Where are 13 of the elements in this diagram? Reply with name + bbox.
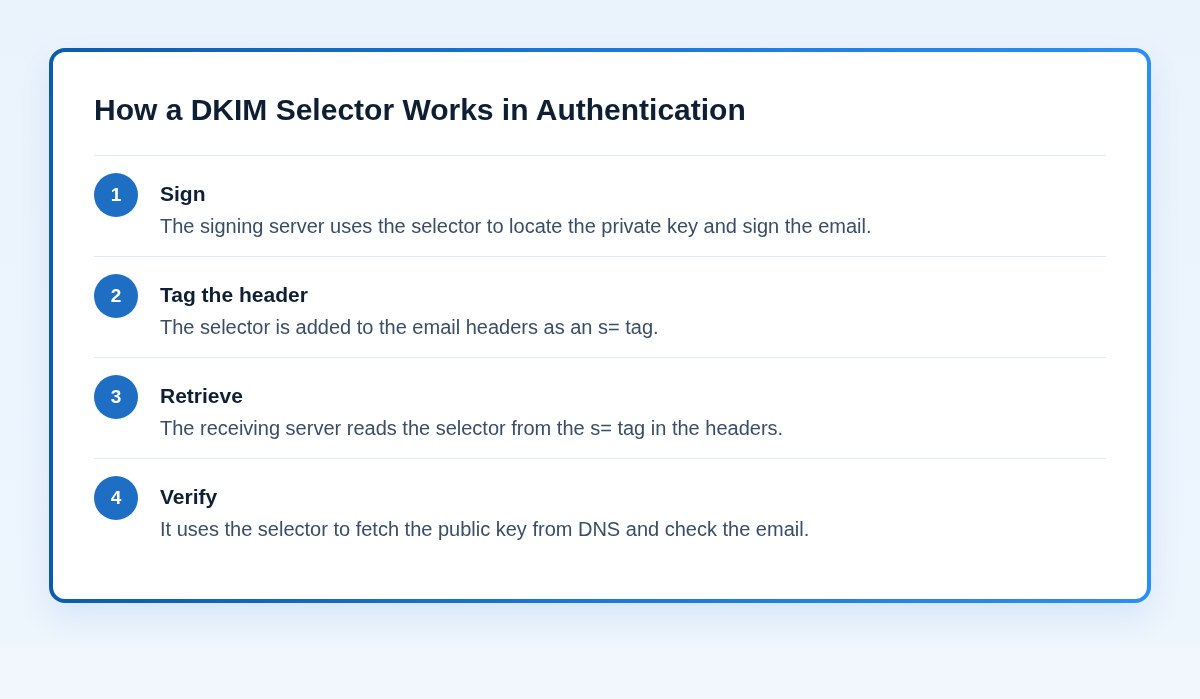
step-heading: Sign: [160, 181, 206, 207]
diagram-title: How a DKIM Selector Works in Authentication: [94, 92, 746, 128]
step-heading: Tag the header: [160, 282, 308, 308]
step-description: The selector is added to the email headers as an s= tag.: [160, 315, 659, 339]
step-number-circle: 1: [94, 173, 138, 217]
step-number-circle: 4: [94, 476, 138, 520]
step-heading: Verify: [160, 484, 218, 510]
step-description: The receiving server reads the selector from the s= tag in the headers.: [160, 416, 784, 440]
step-heading: Retrieve: [160, 383, 243, 409]
step-description: It uses the selector to fetch the public key from DNS and check the email.: [160, 517, 810, 541]
step-description: The signing server uses the selector to locate the private key and sign the email.: [160, 214, 872, 238]
step-number-circle: 3: [94, 375, 138, 419]
step-number-circle: 2: [94, 274, 138, 318]
